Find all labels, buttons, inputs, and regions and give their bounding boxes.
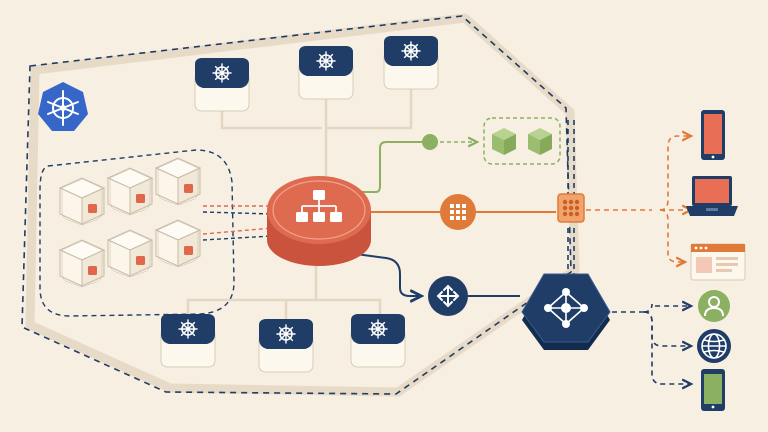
node-top-3[interactable] xyxy=(384,36,438,89)
globe-icon[interactable] xyxy=(697,329,731,363)
arrows-cross-icon[interactable] xyxy=(428,276,468,316)
pod-6[interactable] xyxy=(155,219,201,268)
node-top-2[interactable] xyxy=(299,46,353,99)
pod-2[interactable] xyxy=(107,167,153,216)
network-hexagon-icon[interactable] xyxy=(521,273,611,350)
navy-fanout xyxy=(612,304,690,384)
top-node-connectors xyxy=(220,86,413,185)
green-cube-cluster[interactable] xyxy=(483,117,561,165)
node-bottom-2[interactable] xyxy=(259,319,313,372)
cluster-boundary-dashed xyxy=(21,15,572,395)
hierarchy-icon[interactable] xyxy=(267,176,371,266)
green-cube-1[interactable] xyxy=(492,128,516,155)
bottom-nodes xyxy=(161,314,405,372)
pod-3[interactable] xyxy=(155,157,201,206)
user-icon[interactable] xyxy=(698,290,730,322)
firewall-icon[interactable] xyxy=(557,193,585,223)
node-top-1[interactable] xyxy=(195,58,249,111)
kubernetes-logo-icon xyxy=(38,82,88,131)
laptop-icon[interactable] xyxy=(686,176,738,216)
pod-1[interactable] xyxy=(59,177,105,226)
node-bottom-3[interactable] xyxy=(351,314,405,367)
pod-cluster xyxy=(39,149,235,317)
firewall-column xyxy=(557,120,585,280)
pod-5[interactable] xyxy=(107,229,153,278)
grid-icon[interactable] xyxy=(440,194,476,230)
green-cube-2[interactable] xyxy=(528,128,552,155)
pod-4[interactable] xyxy=(59,239,105,288)
orange-fanout xyxy=(586,136,690,262)
smartphone-icon[interactable] xyxy=(701,369,725,411)
browser-window-icon[interactable] xyxy=(690,243,746,281)
pod-links xyxy=(202,205,273,241)
bottom-node-connectors xyxy=(186,262,382,326)
tablet-icon[interactable] xyxy=(701,110,725,160)
navy-link-hub-crossroad xyxy=(355,253,420,296)
green-branch xyxy=(362,117,561,193)
node-bottom-1[interactable] xyxy=(161,314,215,367)
